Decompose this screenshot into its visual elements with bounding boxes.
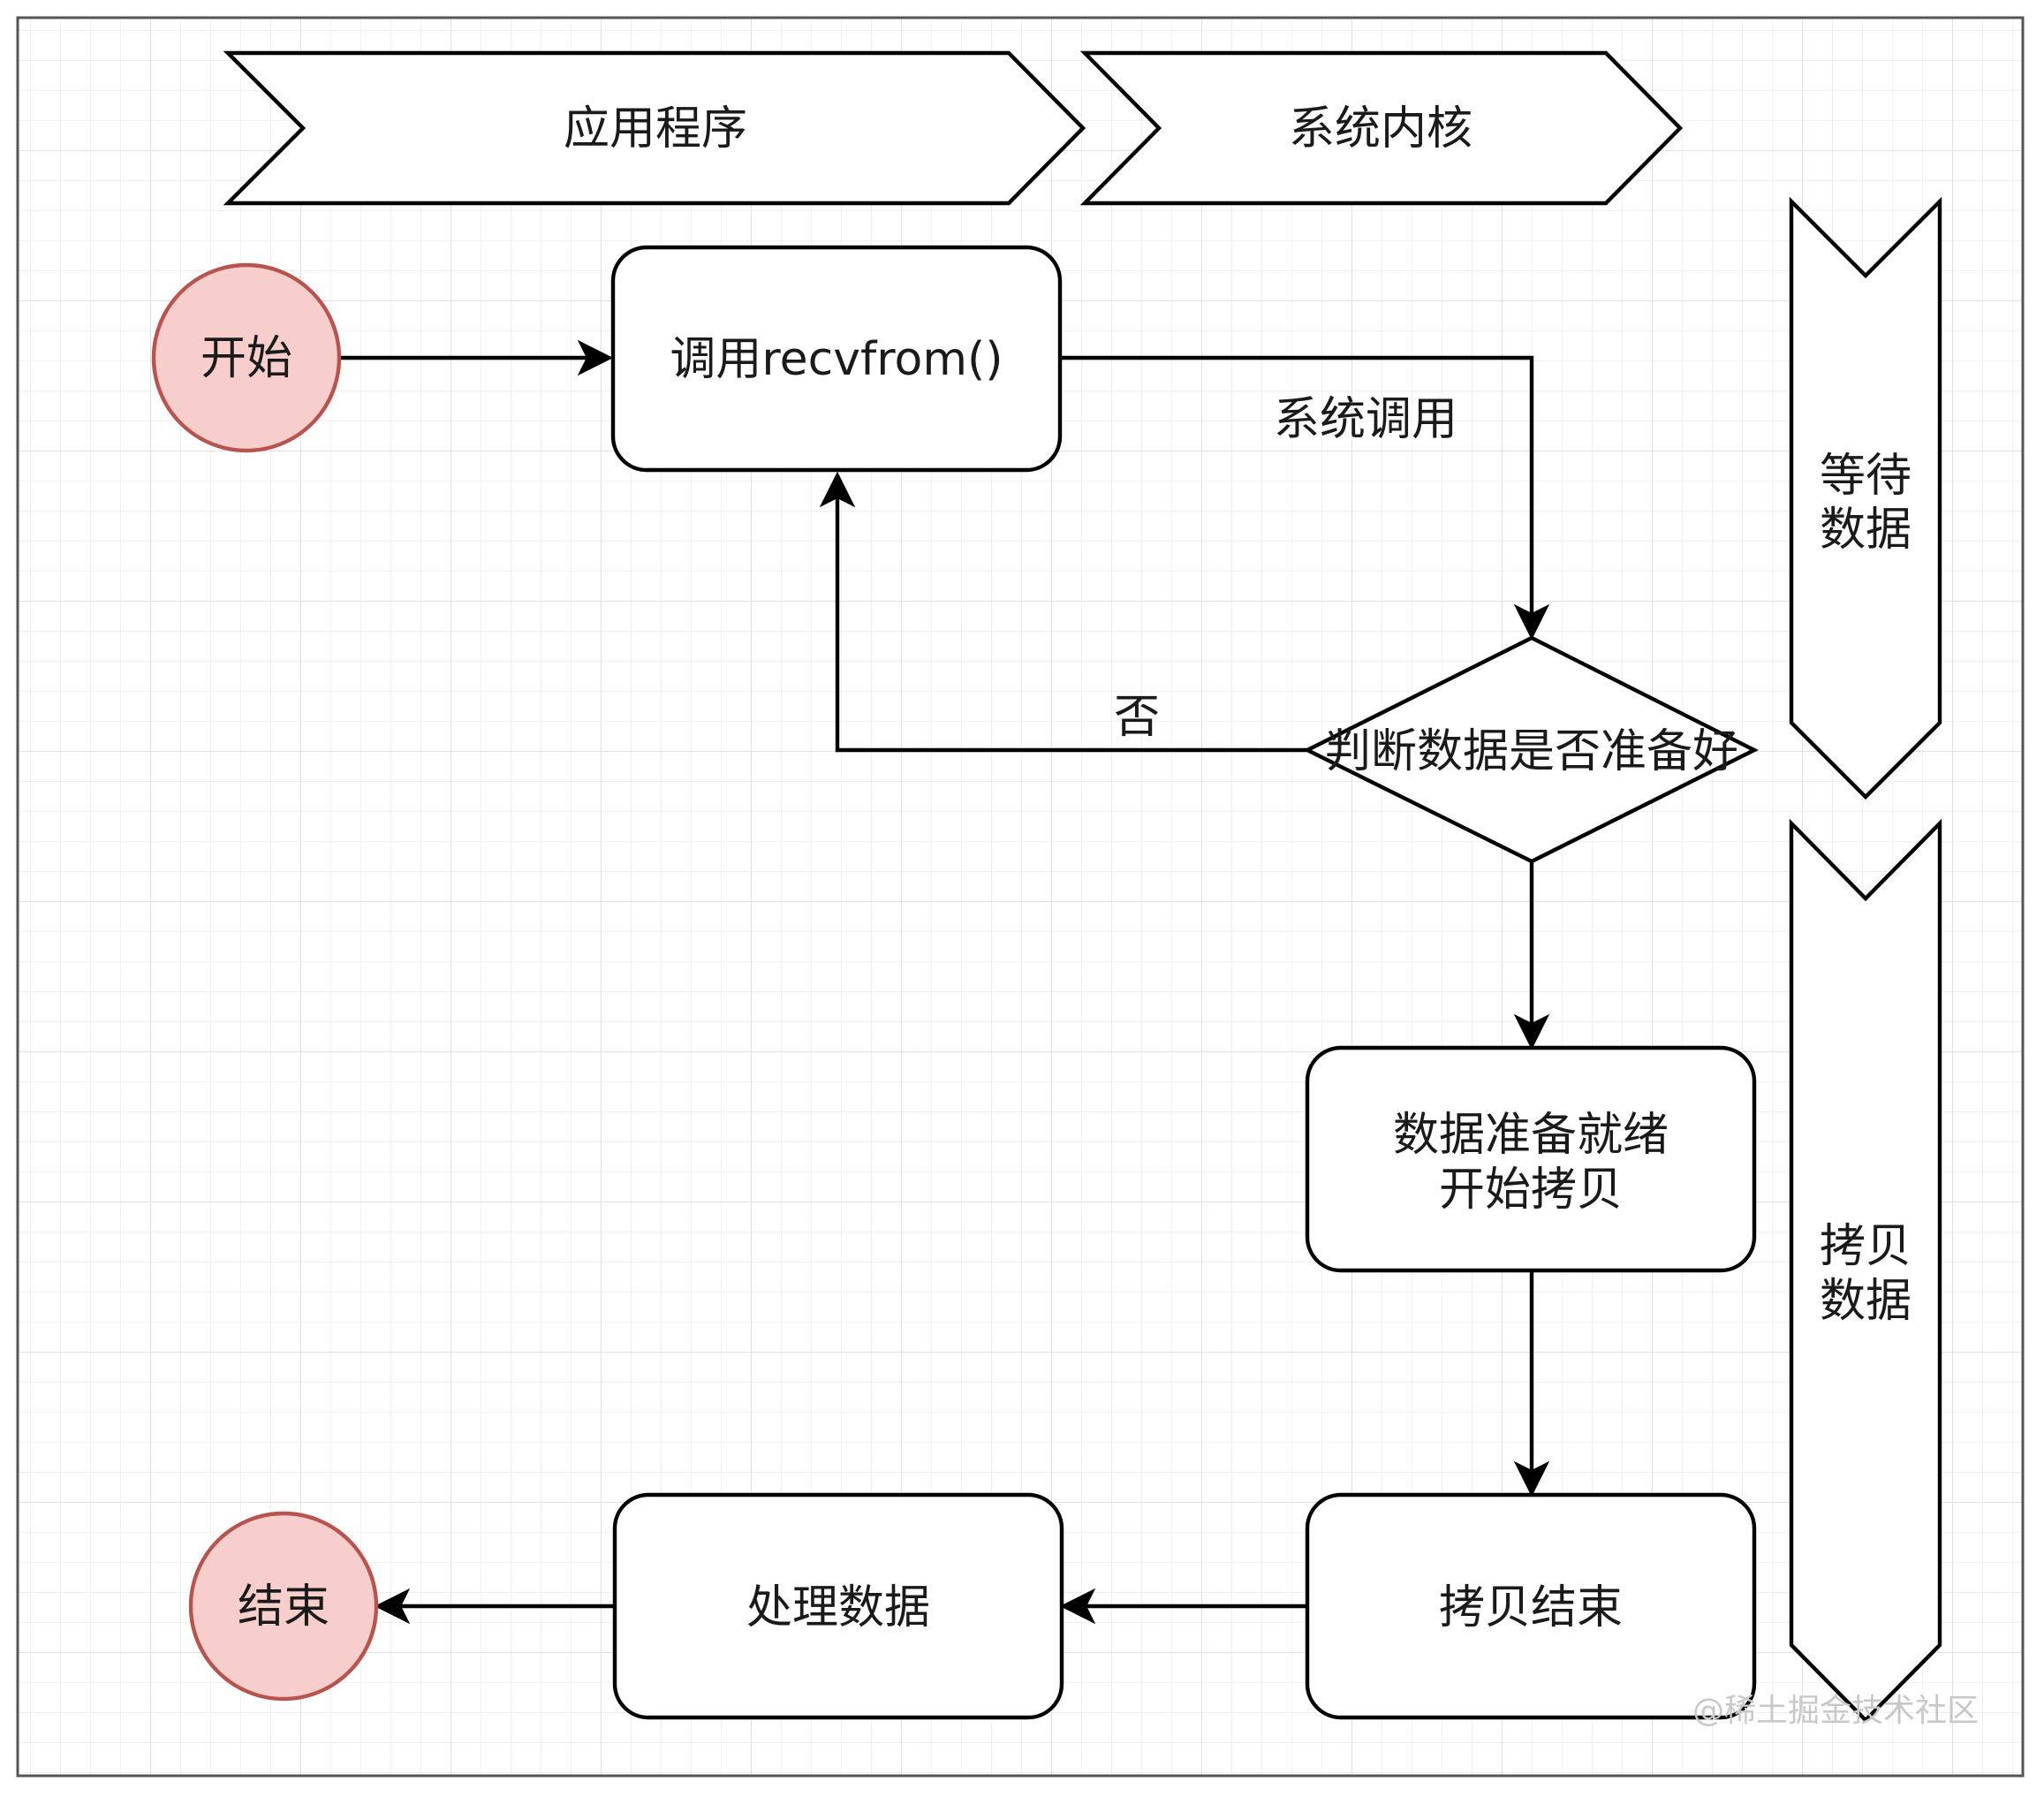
start-label: 开始 <box>201 332 292 385</box>
decision-node <box>1303 635 1759 864</box>
lane-kernel-chevron <box>1079 50 1684 206</box>
diagram-border <box>16 16 2025 1778</box>
phase-wait-chevron <box>1789 196 1942 800</box>
arrowhead-ready <box>1513 1013 1550 1050</box>
lane-app-label: 应用程序 <box>564 102 747 155</box>
lane-kernel-label: 系统内核 <box>1289 102 1472 155</box>
arrowhead-process <box>1059 1588 1096 1625</box>
copy-done-label: 拷贝结束 <box>1439 1581 1623 1634</box>
arrowhead-decision <box>1513 603 1550 641</box>
process-data-node <box>612 1492 1064 1720</box>
phase-copy-chevron <box>1789 818 1942 1724</box>
edge-syscall-label: 系统调用 <box>1274 393 1457 446</box>
data-ready-label-line1: 数据准备就绪 <box>1393 1109 1669 1162</box>
lane-app-chevron <box>223 50 1086 206</box>
arrowhead-copydone <box>1513 1460 1550 1498</box>
phase-wait-label-line2: 数据 <box>1820 504 1912 557</box>
phase-wait-label-line1: 等待 <box>1820 450 1912 503</box>
call-recvfrom-label: 调用recvfrom() <box>670 333 1003 386</box>
arrowhead-call-return <box>819 471 856 508</box>
copy-done-node <box>1305 1492 1757 1720</box>
decision-label: 判断数据是否准备好 <box>1325 725 1738 778</box>
data-ready-node <box>1305 1045 1757 1273</box>
edge-no-label: 否 <box>1114 691 1160 744</box>
phase-copy-label-line2: 数据 <box>1820 1275 1912 1328</box>
watermark-text: @稀土掘金技术社区 <box>1692 1693 1979 1729</box>
arrowhead-end <box>374 1588 411 1625</box>
data-ready-label-line2: 开始拷贝 <box>1439 1164 1623 1217</box>
edge-call-to-decision <box>1060 355 1534 617</box>
arrowhead-call <box>577 339 614 376</box>
end-node <box>188 1511 379 1702</box>
call-recvfrom-node <box>610 245 1063 473</box>
end-label: 结束 <box>238 1581 329 1634</box>
process-data-label: 处理数据 <box>746 1581 930 1634</box>
edge-decision-to-call <box>835 497 1307 753</box>
start-node <box>151 262 342 453</box>
phase-copy-label-line1: 拷贝 <box>1820 1220 1912 1273</box>
